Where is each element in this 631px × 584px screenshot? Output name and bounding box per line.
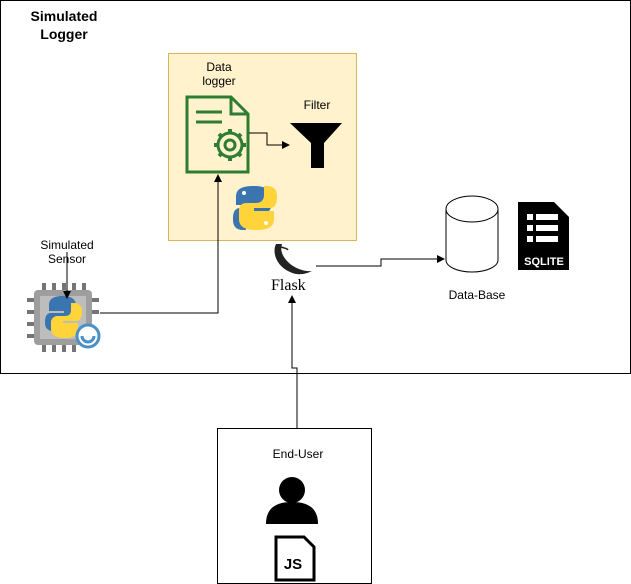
connector-logger-to-filter (249, 132, 290, 149)
end-user-label: End-User (272, 447, 324, 461)
connector-sensor-to-logger (100, 174, 222, 314)
sensor-chip-icon (27, 283, 101, 352)
end-user-person-icon (266, 477, 318, 524)
filter-label: Filter (303, 98, 331, 112)
data-logger-label: Data logger (202, 60, 236, 88)
filter-funnel-icon (290, 123, 342, 168)
simulated-logger-title: Simulated Logger (30, 8, 98, 42)
database-cylinder-icon (445, 195, 499, 273)
flask-logo-icon: Flask (271, 244, 312, 294)
database-label: Data-Base (448, 288, 506, 302)
connector-flask-to-database (316, 255, 445, 267)
data-logger-doc-icon (185, 95, 250, 174)
connector-enduser-to-flask (288, 295, 298, 428)
sqlite-file-icon: SQLITE (518, 202, 569, 270)
flask-wordmark: Flask (271, 277, 306, 294)
python-logo-icon (233, 186, 277, 230)
javascript-file-icon: JS (274, 535, 316, 582)
sqlite-badge-text: SQLITE (524, 256, 564, 268)
js-label: JS (284, 556, 302, 573)
